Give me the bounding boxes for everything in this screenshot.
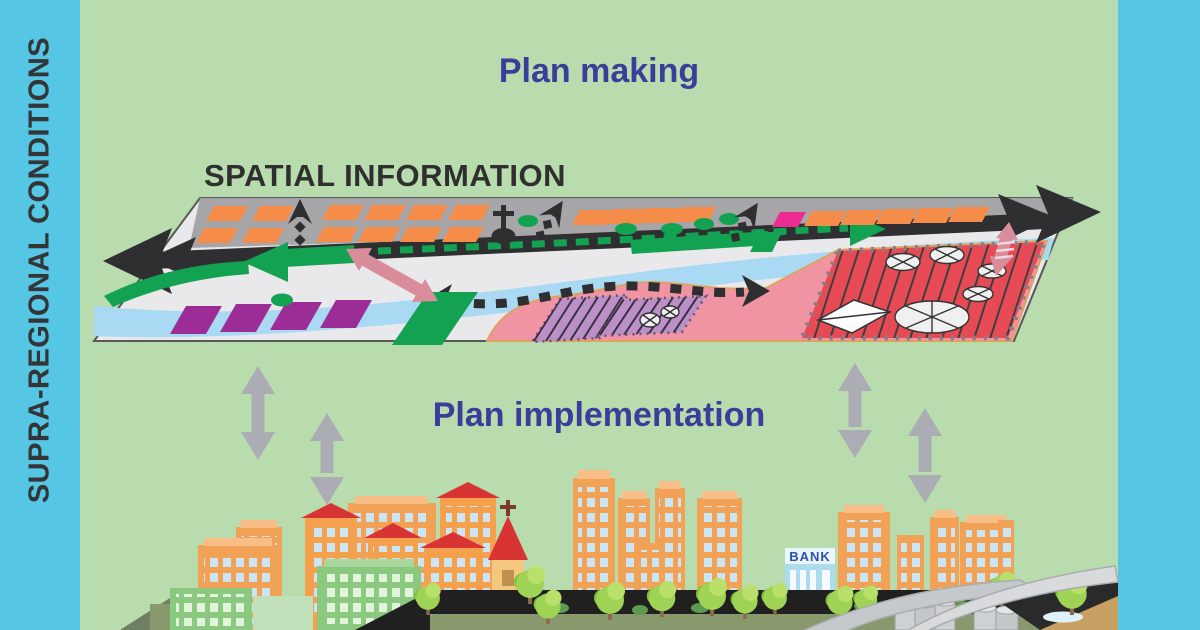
plan-link-arrows bbox=[241, 363, 942, 505]
church-icon bbox=[491, 205, 516, 244]
spatial-information-heading: SPATIAL INFORMATION bbox=[204, 158, 566, 193]
bank-sign: BANK bbox=[789, 549, 831, 564]
green-dot bbox=[271, 293, 293, 307]
green-patch bbox=[392, 292, 478, 345]
plan-implementation-heading: Plan implementation bbox=[432, 396, 766, 434]
industrial-zone-red bbox=[798, 239, 1048, 341]
plan-making-heading: Plan making bbox=[498, 52, 700, 90]
storage-tanks bbox=[885, 245, 1007, 334]
residential-blocks bbox=[196, 205, 990, 243]
office-cluster bbox=[573, 470, 742, 630]
white-diamond-field bbox=[816, 299, 892, 334]
spatial-plan-map bbox=[92, 185, 1101, 345]
pond bbox=[1043, 611, 1083, 623]
green-buildings bbox=[170, 559, 421, 630]
conveyor-ramps bbox=[802, 565, 1119, 630]
green-dots bbox=[518, 213, 739, 235]
agricultural-plots bbox=[170, 300, 372, 334]
link-arrow bbox=[310, 413, 344, 505]
city-skyline: BANK bbox=[120, 470, 1119, 630]
link-arrow bbox=[838, 363, 872, 458]
railway-yard bbox=[529, 293, 709, 344]
link-arrows-rose bbox=[346, 222, 1018, 302]
green-dashed-line bbox=[355, 224, 849, 256]
link-arrow bbox=[241, 366, 275, 460]
special-block bbox=[772, 212, 806, 227]
link-arrow bbox=[908, 408, 942, 503]
